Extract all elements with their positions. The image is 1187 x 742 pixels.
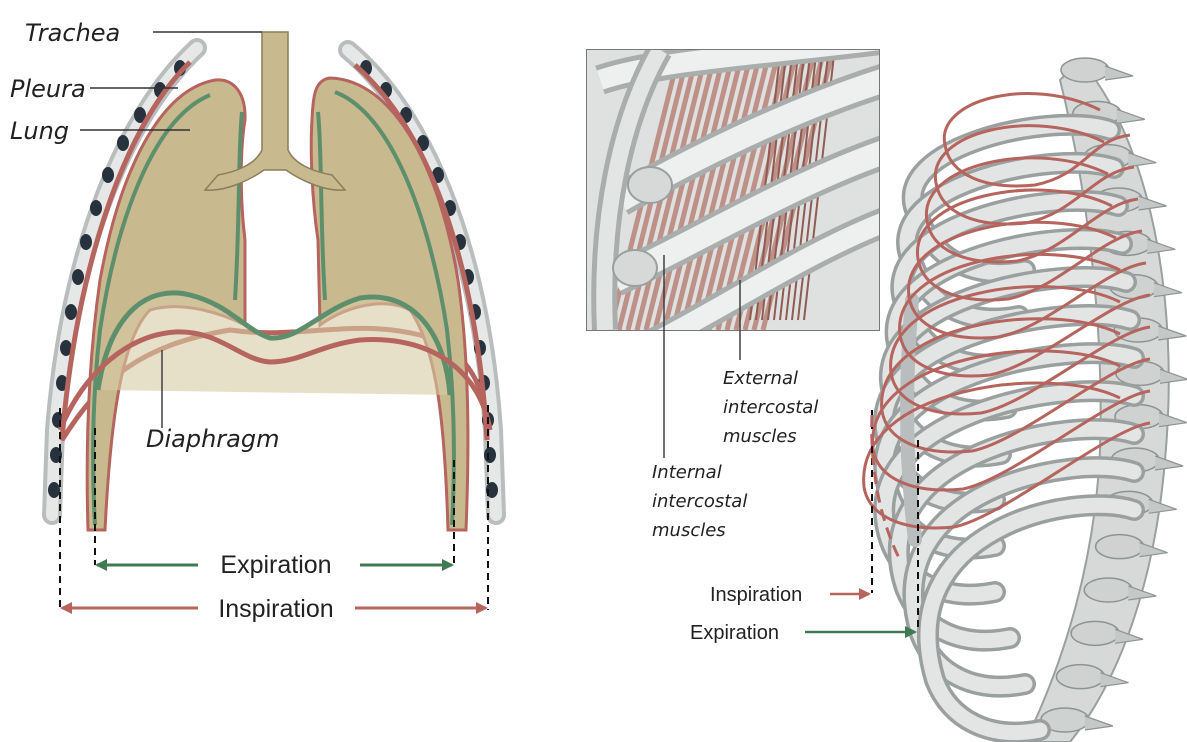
- internal-label-2: intercostal: [652, 491, 747, 512]
- spinous-process: [1100, 673, 1128, 687]
- rib-section-left: [48, 482, 60, 498]
- pleura-label: Pleura: [10, 75, 86, 103]
- expiration-label-right: Expiration: [690, 622, 779, 644]
- thorax-frontal-view: Trachea Pleura Lung Diaphragm Expiration…: [10, 19, 498, 623]
- rib-section-left: [80, 234, 92, 250]
- expiration-label-left: Expiration: [220, 551, 331, 579]
- vertebra: [1061, 58, 1109, 82]
- spinous-process: [1085, 716, 1113, 730]
- diaphragm-label: Diaphragm: [146, 425, 280, 453]
- rib-section-right: [484, 447, 496, 463]
- vertebra: [1071, 621, 1119, 645]
- rib-section-left: [117, 135, 129, 151]
- intercostal-inset: External intercostal muscles Internal in…: [587, 40, 890, 541]
- inspiration-label-right: Inspiration: [710, 584, 802, 606]
- external-label-2: intercostal: [723, 397, 818, 418]
- rib-section-left: [72, 269, 84, 285]
- spinous-process: [1149, 499, 1177, 513]
- vertebra: [1096, 535, 1144, 559]
- spinous-process: [1128, 153, 1156, 167]
- rib-section-left: [65, 304, 77, 320]
- spinous-process: [1160, 369, 1187, 383]
- external-label-3: muscles: [723, 426, 797, 447]
- spinous-process: [1105, 66, 1133, 80]
- spinous-process: [1139, 196, 1167, 210]
- internal-label-3: muscles: [652, 520, 726, 541]
- spinous-process: [1155, 456, 1183, 470]
- vertebra: [1056, 665, 1104, 689]
- rib-section-left: [102, 167, 114, 183]
- diaphragm-expiration: [98, 293, 450, 395]
- sternum: [907, 300, 915, 540]
- spinous-process: [1158, 326, 1186, 340]
- vertebra: [1084, 578, 1132, 602]
- spinous-process: [1147, 239, 1175, 253]
- trachea-label: Trachea: [25, 19, 120, 47]
- internal-label-1: Internal: [652, 462, 722, 483]
- lung-label: Lung: [10, 117, 69, 145]
- inspiration-label-left: Inspiration: [218, 595, 333, 623]
- spinous-process: [1154, 283, 1182, 297]
- rib-section-left: [90, 200, 102, 216]
- spinous-process: [1117, 109, 1145, 123]
- spinous-process: [1159, 413, 1187, 427]
- external-label-1: External: [723, 368, 798, 389]
